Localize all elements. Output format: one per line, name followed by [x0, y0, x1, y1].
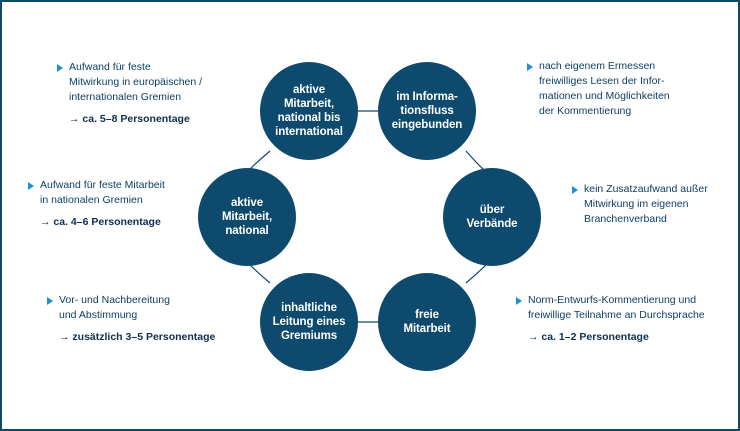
node-aktive-mitarbeit-national-bis-international[interactable]: aktive Mitarbeit, national bis internati… — [260, 62, 358, 160]
note-text: Norm-Entwurfs-Kommentierung und freiwill… — [528, 294, 705, 321]
note-body: Norm-Entwurfs-Kommentierung und freiwill… — [528, 293, 731, 345]
note-aufwand-national: Aufwand für feste Mitarbeit in nationale… — [28, 178, 204, 230]
note-text: kein Zusatzaufwand außer Mitwirkung im e… — [584, 183, 708, 225]
triangle-bullet-icon — [527, 63, 533, 71]
node-label: über Verbände — [466, 203, 518, 230]
triangle-bullet-icon — [28, 182, 34, 190]
note-text: Aufwand für feste Mitarbeit in nationale… — [40, 179, 165, 206]
node-label: inhaltliche Leitung eines Gremiums — [272, 301, 346, 342]
note-text: Vor- und Nachbereitung und Abstimmung — [59, 294, 170, 321]
note-emphasis: → ca. 5–8 Personentage — [69, 112, 190, 125]
triangle-bullet-icon — [57, 64, 63, 72]
note-text: Aufwand für feste Mitwirkung in europäis… — [69, 61, 203, 103]
node-inhaltliche-leitung-eines-gremiums[interactable]: inhaltliche Leitung eines Gremiums — [260, 273, 358, 371]
node-label: freie Mitarbeit — [403, 308, 451, 335]
note-norm-entwurfs-kommentierung: Norm-Entwurfs-Kommentierung und freiwill… — [516, 293, 731, 345]
note-body: Vor- und Nachbereitung und Abstimmung → … — [59, 293, 243, 345]
note-vor-nachbereitung: Vor- und Nachbereitung und Abstimmung → … — [47, 293, 243, 345]
note-emphasis: → ca. 1–2 Personentage — [528, 330, 649, 343]
note-body: Aufwand für feste Mitarbeit in nationale… — [40, 178, 204, 230]
note-freiwilliges-lesen: nach eigenem Ermessen freiwilliges Lesen… — [527, 59, 717, 119]
node-aktive-mitarbeit-national[interactable]: aktive Mitarbeit, national — [198, 168, 296, 266]
note-body: nach eigenem Ermessen freiwilliges Lesen… — [539, 59, 717, 119]
triangle-bullet-icon — [516, 297, 522, 305]
note-aufwand-europaeisch-international: Aufwand für feste Mitwirkung in europäis… — [57, 60, 237, 127]
node-freie-mitarbeit[interactable]: freie Mitarbeit — [378, 273, 476, 371]
note-body: Aufwand für feste Mitwirkung in europäis… — [69, 60, 237, 127]
note-body: kein Zusatzaufwand außer Mitwirkung im e… — [584, 182, 737, 227]
note-emphasis: → zusätzlich 3–5 Personentage — [59, 330, 216, 343]
note-kein-zusatzaufwand: kein Zusatzaufwand außer Mitwirkung im e… — [572, 182, 737, 227]
triangle-bullet-icon — [47, 297, 53, 305]
node-label: aktive Mitarbeit, national bis internati… — [275, 83, 343, 139]
triangle-bullet-icon — [572, 186, 578, 194]
note-text: nach eigenem Ermessen freiwilliges Lesen… — [539, 60, 670, 117]
node-label: aktive Mitarbeit, national — [221, 196, 273, 237]
node-im-informationsfluss-eingebunden[interactable]: im Informa- tionsfluss eingebunden — [378, 62, 476, 160]
note-emphasis: → ca. 4–6 Personentage — [40, 215, 161, 228]
node-label: im Informa- tionsfluss eingebunden — [391, 90, 463, 131]
node-ueber-verbaende[interactable]: über Verbände — [443, 168, 541, 266]
